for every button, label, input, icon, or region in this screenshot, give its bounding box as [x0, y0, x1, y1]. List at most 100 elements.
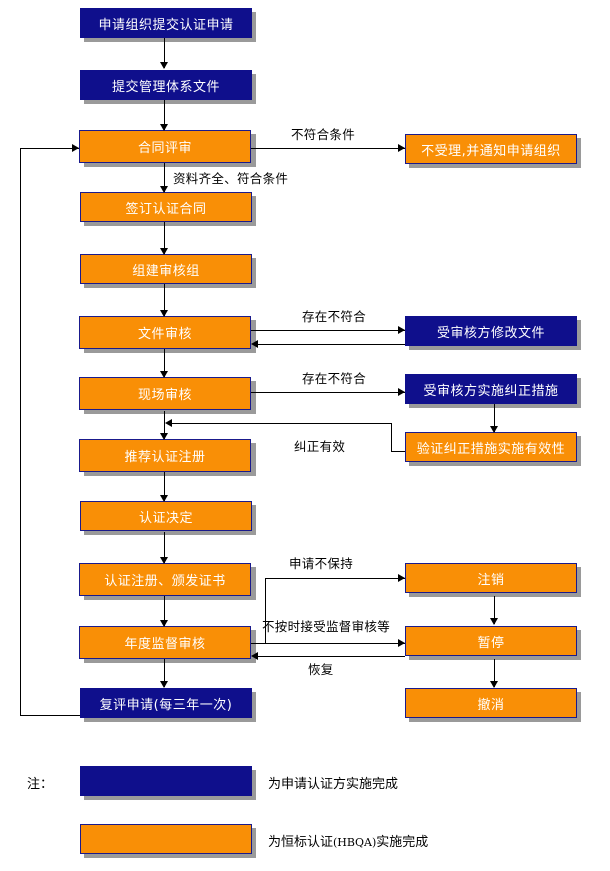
node-label: 撤消 — [477, 697, 505, 713]
edge-label-late-surveillance: 不按时接受监督审核等 — [262, 619, 391, 634]
arrowhead-down — [160, 62, 168, 69]
arrowhead-down — [490, 681, 498, 688]
node-contract-review[interactable]: 合同评审 — [79, 130, 251, 163]
arrowhead-left — [165, 419, 172, 427]
arrowhead-right — [398, 574, 405, 582]
arrowhead-down — [160, 186, 168, 193]
arrowhead-right — [72, 144, 79, 152]
connector-n6-n7 — [164, 284, 165, 316]
node-label: 提交管理体系文件 — [111, 79, 220, 95]
node-label: 认证注册、颁发证书 — [104, 574, 226, 589]
arrowhead-down — [490, 426, 498, 433]
node-reassessment-application[interactable]: 复评申请(每三年一次) — [80, 688, 252, 718]
connector-n8-n7 — [258, 344, 405, 345]
node-label: 申请组织提交认证申请 — [98, 17, 234, 33]
connector-n16-n17 — [250, 643, 405, 644]
arrowhead-left — [251, 652, 258, 660]
connector-n14-n16 — [164, 596, 165, 627]
edge-label-restore: 恢复 — [308, 662, 334, 677]
connector-n11-return-seg1 — [391, 451, 410, 452]
edge-label-not-meet-conditions: 不符合条件 — [291, 127, 356, 142]
node-label: 现场审核 — [137, 388, 192, 403]
connector-n3-n4 — [250, 148, 405, 149]
arrowhead-down — [160, 124, 168, 131]
connector-n12-n13 — [164, 472, 165, 502]
node-label: 认证决定 — [138, 510, 193, 526]
arrowhead-right — [398, 639, 405, 647]
arrowhead-right — [398, 144, 405, 152]
connector-n2-n3 — [164, 100, 165, 130]
edge-label-not-maintain: 申请不保持 — [289, 556, 354, 571]
node-cancel[interactable]: 注销 — [405, 563, 577, 593]
node-submit-system-docs[interactable]: 提交管理体系文件 — [80, 70, 252, 100]
node-annual-surveillance-audit[interactable]: 年度监督审核 — [79, 626, 251, 659]
connector-n7-n9 — [164, 349, 165, 377]
connector-n16-n18 — [164, 659, 165, 687]
node-sign-contract[interactable]: 签订认证合同 — [80, 192, 252, 222]
arrowhead-down — [160, 433, 168, 440]
node-onsite-audit[interactable]: 现场审核 — [79, 377, 251, 410]
connector-loop-left — [20, 148, 21, 716]
connector-n9-n10 — [250, 392, 405, 393]
connector-n5-n6 — [164, 222, 165, 254]
node-auditee-corrective-action[interactable]: 受审核方实施纠正措施 — [405, 374, 577, 404]
node-label: 受审核方修改文件 — [436, 325, 545, 341]
legend-text-hbqa: 为恒标认证(HBQA)实施完成 — [268, 831, 428, 850]
node-form-audit-team[interactable]: 组建审核组 — [80, 254, 252, 284]
node-suspend[interactable]: 暂停 — [405, 626, 577, 656]
connector-n3-n5 — [164, 163, 165, 193]
arrowhead-right — [398, 388, 405, 396]
node-reject-and-notify[interactable]: 不受理,并通知申请组织 — [405, 134, 577, 164]
node-certification-decision[interactable]: 认证决定 — [80, 501, 252, 531]
arrowhead-down — [160, 371, 168, 378]
node-withdraw[interactable]: 撤消 — [405, 688, 577, 718]
node-submit-application[interactable]: 申请组织提交认证申请 — [80, 8, 252, 38]
legend-note-label: 注： — [27, 777, 54, 792]
node-label: 注销 — [477, 572, 505, 588]
connector-n17-n16 — [258, 656, 405, 657]
edge-label-correction-effective: 纠正有效 — [294, 439, 346, 454]
node-label: 签订认证合同 — [125, 201, 207, 217]
node-label: 受审核方实施纠正措施 — [423, 383, 559, 399]
connector-branch-vertical — [265, 578, 266, 643]
connector-n13-n14 — [164, 532, 165, 564]
node-label: 验证纠正措施实施有效性 — [416, 441, 566, 457]
arrowhead-down — [160, 620, 168, 627]
node-label: 年度监督审核 — [124, 637, 206, 652]
legend-swatch-orange — [80, 824, 252, 854]
node-auditee-revise-docs[interactable]: 受审核方修改文件 — [405, 316, 577, 346]
arrowhead-down — [160, 310, 168, 317]
arrowhead-down — [160, 495, 168, 502]
connector-n17-n19 — [494, 659, 495, 687]
legend-text-hbqa-code: (HBQA) — [333, 836, 377, 849]
connector-n11-return-seg3 — [172, 423, 392, 424]
legend-swatch-navy — [80, 766, 252, 796]
connector-n15-n17 — [494, 596, 495, 624]
node-recommend-registration[interactable]: 推荐认证注册 — [79, 439, 251, 472]
legend-text-hbqa-pre: 为恒标认证 — [268, 835, 334, 850]
node-label: 合同评审 — [137, 141, 192, 156]
node-label: 推荐认证注册 — [124, 450, 206, 465]
connector-n9-n12 — [164, 411, 165, 439]
legend-text-applicant: 为申请认证方实施完成 — [268, 777, 399, 792]
connector-loop-top — [20, 148, 79, 149]
node-register-issue-certificate[interactable]: 认证注册、颁发证书 — [79, 563, 251, 596]
legend-text-hbqa-post: 实施完成 — [376, 835, 429, 850]
connector-loop-bottom — [20, 715, 80, 716]
arrowhead-right — [398, 326, 405, 334]
connector-n14-n15 — [265, 578, 405, 579]
node-document-audit[interactable]: 文件审核 — [79, 316, 251, 349]
edge-label-docs-complete: 资料齐全、符合条件 — [173, 171, 289, 186]
arrowhead-down — [160, 681, 168, 688]
connector-n1-n2 — [164, 38, 165, 68]
arrowhead-left — [251, 340, 258, 348]
node-verify-corrective-action[interactable]: 验证纠正措施实施有效性 — [405, 432, 577, 462]
connector-n10-n11 — [494, 404, 495, 432]
arrowhead-down — [490, 618, 498, 625]
connector-n11-return-seg2 — [391, 423, 392, 452]
arrowhead-down — [160, 248, 168, 255]
node-label: 不受理,并通知申请组织 — [421, 143, 561, 159]
node-label: 组建审核组 — [132, 263, 200, 279]
connector-n7-n8 — [250, 330, 405, 331]
